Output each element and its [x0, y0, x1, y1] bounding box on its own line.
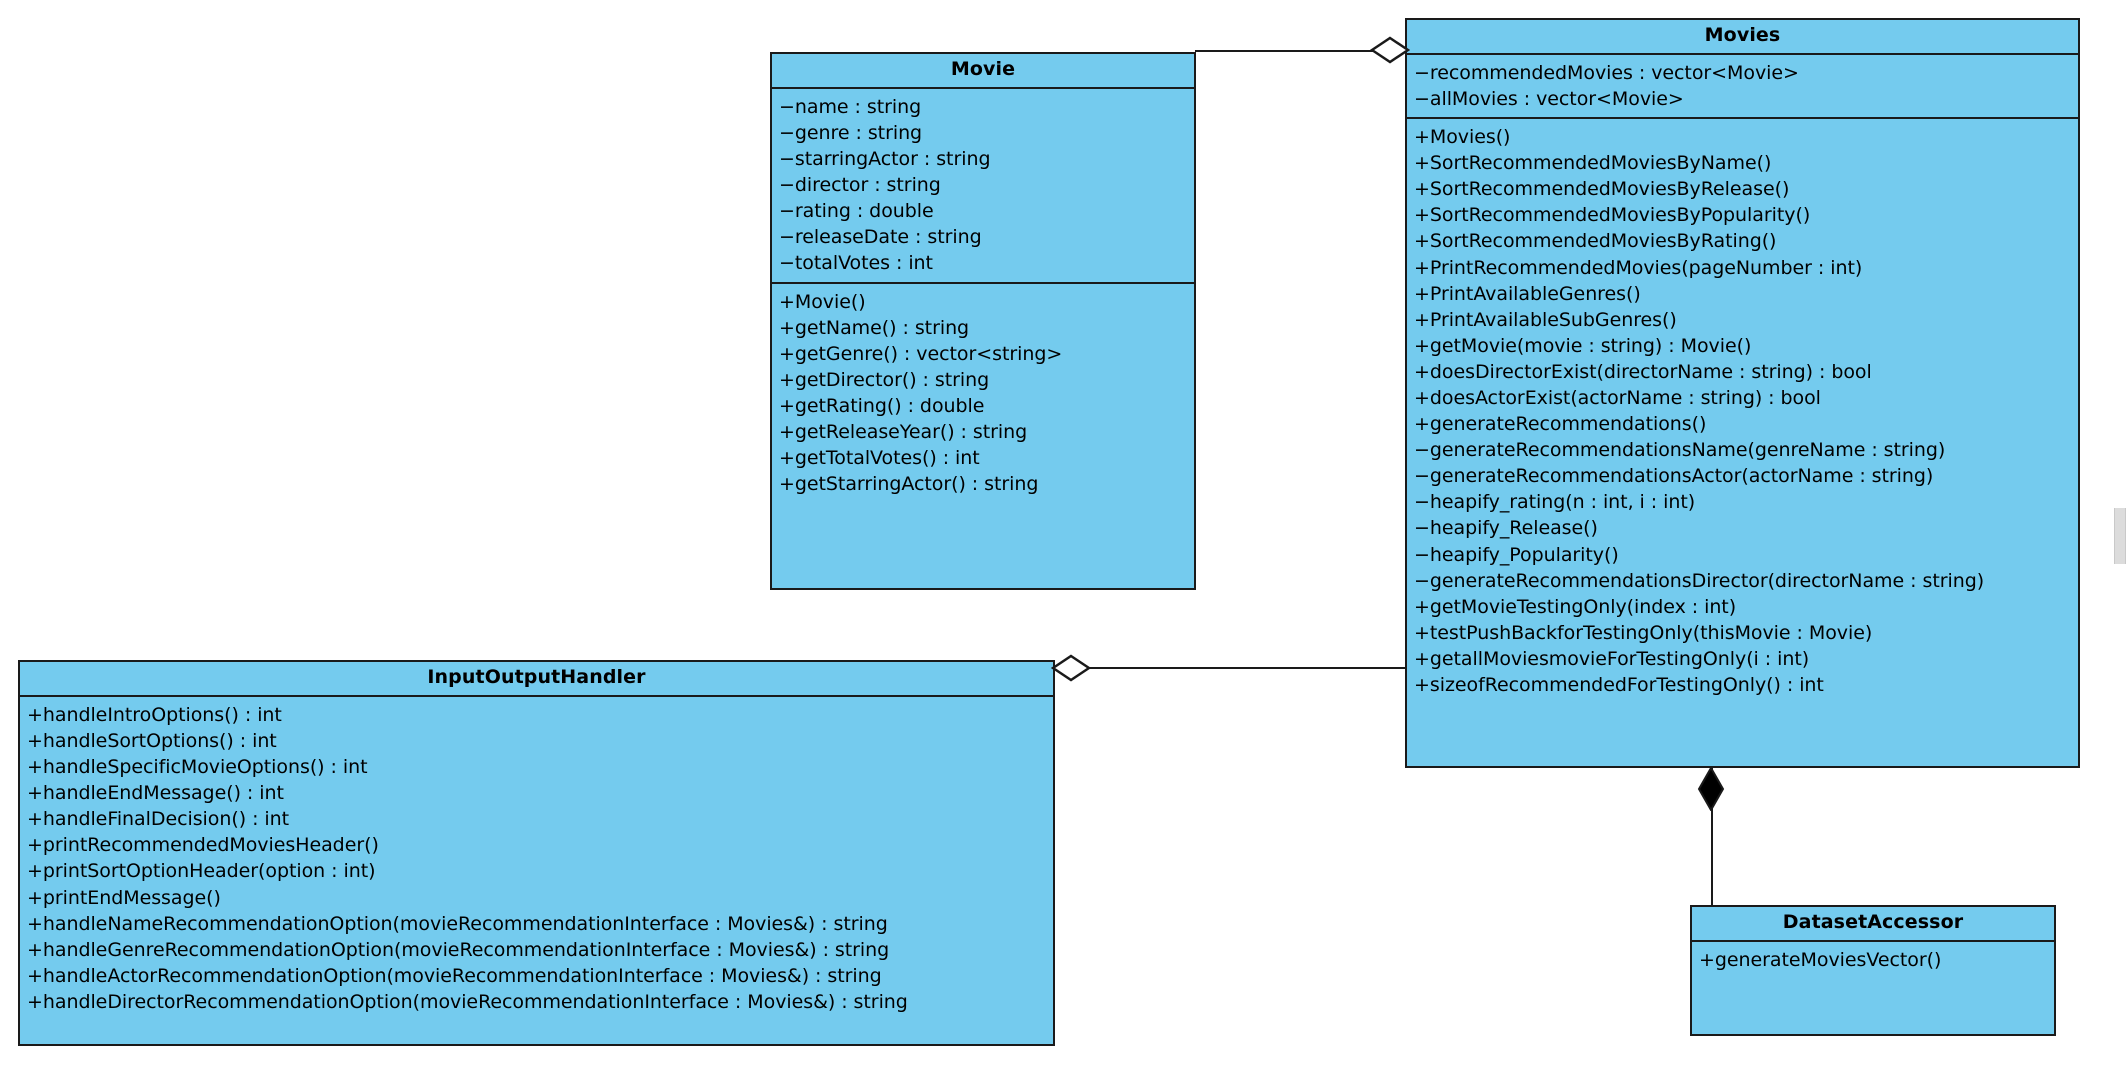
uml-member-line: +handleNameRecommendationOption(movieRec…	[27, 912, 888, 935]
uml-member-line: +SortRecommendedMoviesByRating()	[1414, 230, 1777, 253]
uml-member-line: +SortRecommendedMoviesByName()	[1414, 152, 1772, 175]
class-title-movies: Movies	[1407, 20, 2078, 55]
uml-member-line: +Movies()	[1414, 126, 1511, 149]
class-attributes-movies: −recommendedMovies : vector<Movie> −allMo…	[1407, 55, 2078, 120]
uml-member-line: +doesDirectorExist(directorName : string…	[1414, 360, 1872, 383]
uml-member-line: +printSortOptionHeader(option : int)	[27, 860, 376, 883]
aggregation-diamond-movies-movie	[1370, 36, 1410, 64]
class-title-movie: Movie	[772, 54, 1194, 89]
uml-member-line: −heapify_Popularity()	[1414, 543, 1619, 566]
uml-member-line: +generateRecommendations()	[1414, 413, 1707, 436]
uml-class-datasetaccessor[interactable]: DatasetAccessor +generateMoviesVector()	[1690, 905, 2056, 1036]
uml-member-line: +getStarringActor() : string	[779, 473, 1039, 496]
uml-member-line: −recommendedMovies : vector<Movie>	[1414, 61, 1799, 84]
uml-member-line: +testPushBackforTestingOnly(thisMovie : …	[1414, 621, 1873, 644]
uml-member-line: +getMovieTestingOnly(index : int)	[1414, 595, 1737, 618]
uml-member-line: +PrintAvailableGenres()	[1414, 282, 1641, 305]
uml-class-movie[interactable]: Movie −name : string −genre : string −star…	[770, 52, 1196, 590]
uml-member-line: −releaseDate : string	[779, 226, 982, 249]
class-title-datasetaccessor: DatasetAccessor	[1692, 907, 2054, 942]
uml-member-line: +handleIntroOptions() : int	[27, 703, 282, 726]
uml-member-line: −genre : string	[779, 121, 923, 144]
edge-movies-datasetaccessor	[1711, 768, 1713, 906]
uml-member-line: −director : string	[779, 174, 941, 197]
uml-member-line: −rating : double	[779, 200, 934, 223]
uml-member-line: −heapify_rating(n : int, i : int)	[1414, 491, 1696, 514]
vertical-scrollbar-thumb[interactable]	[2114, 508, 2126, 564]
class-attributes-movie: −name : string −genre : string −starringAc…	[772, 89, 1194, 284]
edge-inputoutputhandler-movies	[1087, 667, 1405, 669]
composition-diamond-movies-datasetaccessor	[1697, 767, 1725, 811]
uml-class-inputoutputhandler[interactable]: InputOutputHandler +handleIntroOptions()…	[18, 660, 1055, 1046]
uml-member-line: +getGenre() : vector<string>	[779, 342, 1063, 365]
uml-member-line: +printEndMessage()	[27, 886, 221, 909]
uml-member-line: +getMovie(movie : string) : Movie()	[1414, 334, 1752, 357]
uml-member-line: +getallMoviesmovieForTestingOnly(i : int…	[1414, 647, 1810, 670]
uml-member-line: −allMovies : vector<Movie>	[1414, 87, 1684, 110]
uml-member-line: +handleFinalDecision() : int	[27, 808, 290, 831]
aggregation-diamond-inputoutputhandler-movies	[1051, 654, 1091, 682]
edge-movies-movie	[1195, 50, 1385, 52]
uml-member-line: −totalVotes : int	[779, 252, 933, 275]
uml-member-line: +Movie()	[779, 290, 866, 313]
uml-member-line: +generateMoviesVector()	[1699, 948, 1942, 971]
uml-member-line: +handleActorRecommendationOption(movieRe…	[27, 964, 882, 987]
class-title-inputoutputhandler: InputOutputHandler	[20, 662, 1053, 697]
class-methods-inputoutputhandler: +handleIntroOptions() : int +handleSortOp…	[20, 697, 1053, 1020]
uml-member-line: −starringActor : string	[779, 148, 991, 171]
uml-member-line: +doesActorExist(actorName : string) : bo…	[1414, 386, 1821, 409]
uml-member-line: +handleSortOptions() : int	[27, 729, 277, 752]
uml-member-line: +getName() : string	[779, 316, 970, 339]
uml-member-line: −generateRecommendationsActor(actorName …	[1414, 465, 1934, 488]
class-methods-movie: +Movie() +getName() : string +getGenre() :…	[772, 284, 1194, 503]
uml-member-line: +handleSpecificMovieOptions() : int	[27, 756, 368, 779]
uml-member-line: +handleGenreRecommendationOption(movieRe…	[27, 938, 890, 961]
uml-member-line: −generateRecommendationsName(genreName :…	[1414, 439, 1946, 462]
uml-class-movies[interactable]: Movies −recommendedMovies : vector<Movie…	[1405, 18, 2080, 768]
class-methods-movies: +Movies() +SortRecommendedMoviesByName() +…	[1407, 119, 2078, 703]
uml-member-line: +PrintAvailableSubGenres()	[1414, 308, 1677, 331]
uml-member-line: +SortRecommendedMoviesByRelease()	[1414, 178, 1790, 201]
uml-member-line: +sizeofRecommendedForTestingOnly() : int	[1414, 674, 1824, 696]
uml-member-line: −name : string	[779, 95, 922, 118]
uml-member-line: +getRating() : double	[779, 394, 985, 417]
uml-member-line: −heapify_Release()	[1414, 517, 1598, 540]
uml-member-line: +printRecommendedMoviesHeader()	[27, 834, 379, 857]
uml-member-line: +SortRecommendedMoviesByPopularity()	[1414, 204, 1811, 227]
uml-member-line: +handleDirectorRecommendationOption(movi…	[27, 990, 908, 1013]
class-methods-datasetaccessor: +generateMoviesVector()	[1692, 942, 2054, 978]
uml-member-line: +getReleaseYear() : string	[779, 420, 1028, 443]
uml-member-line: +PrintRecommendedMovies(pageNumber : int…	[1414, 256, 1863, 279]
uml-member-line: +getTotalVotes() : int	[779, 447, 980, 470]
uml-member-line: −generateRecommendationsDirector(directo…	[1414, 569, 1985, 592]
uml-member-line: +handleEndMessage() : int	[27, 782, 284, 805]
uml-member-line: +getDirector() : string	[779, 368, 990, 391]
